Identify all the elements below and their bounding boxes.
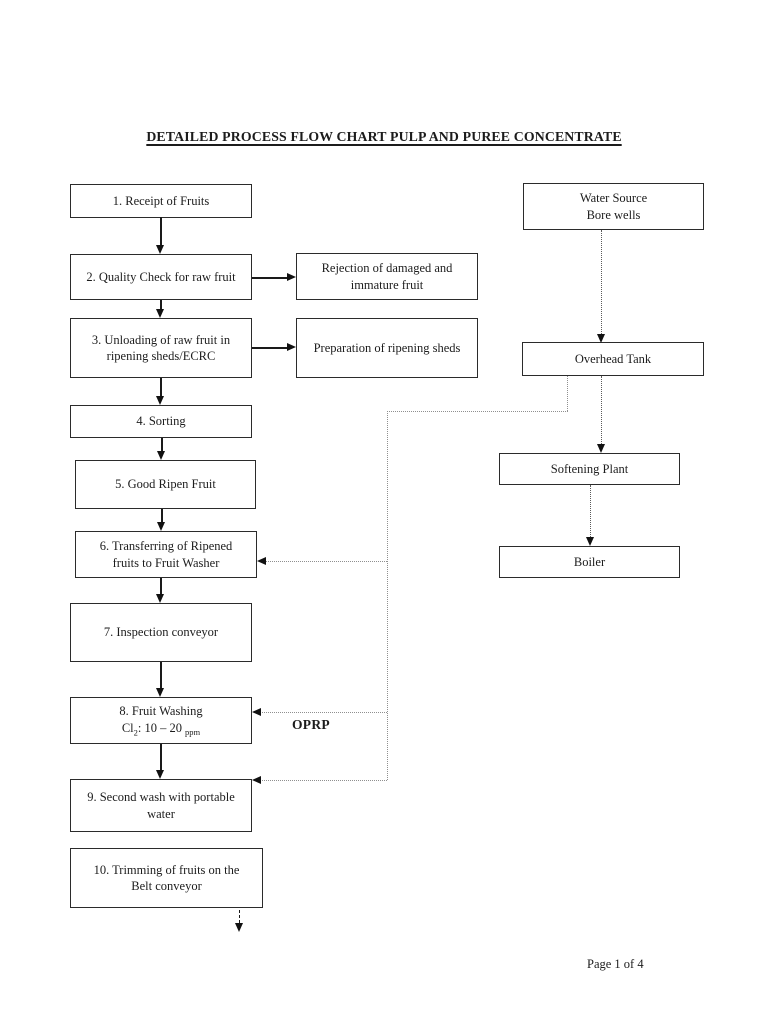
water-source-line2: Bore wells (586, 207, 641, 222)
arrow-step1-step2 (160, 217, 162, 245)
flow-box-4-sorting: 4. Sorting (70, 405, 252, 438)
arrowhead-water-step6 (257, 557, 266, 565)
arrow-step7-step8 (160, 662, 162, 688)
dotted-arrow-water-step6 (265, 561, 387, 562)
arrowhead-source-overheadtank (597, 334, 605, 343)
arrow-step3-preparation (252, 347, 288, 349)
dotted-arrow-source-overheadtank (601, 230, 602, 334)
side-box-preparation-sheds: Preparation of ripening sheds (296, 318, 478, 378)
flow-box-10-trimming: 10. Trimming of fruits on the Belt conve… (70, 848, 263, 908)
dotted-arrow-water-step8 (260, 712, 387, 713)
arrowhead-step3-step4 (156, 396, 164, 405)
arrowhead-step2-step3 (156, 309, 164, 318)
side-box-rejection: Rejection of damaged and immature fruit (296, 253, 478, 300)
arrowhead-step5-step6 (157, 522, 165, 531)
arrowhead-water-step8 (252, 708, 261, 716)
flow-box-6-transferring: 6. Transferring of Ripened fruits to Fru… (75, 531, 257, 578)
page-title: DETAILED PROCESS FLOW CHART PULP AND PUR… (146, 129, 622, 144)
water-source-line1: Water Source (579, 191, 648, 205)
arrow-step2-rejection (252, 277, 288, 279)
dotted-arrow-water-step9 (260, 780, 387, 781)
arrowhead-step8-step9 (156, 770, 164, 779)
dotted-arrow-overheadtank-softening (601, 376, 602, 444)
arrow-step3-step4 (160, 378, 162, 396)
dotted-line-tank-drop (567, 376, 568, 411)
arrowhead-step1-step2 (156, 245, 164, 254)
arrowhead-step3-preparation (287, 343, 296, 351)
arrowhead-step4-step5 (157, 451, 165, 460)
arrowhead-continuation (235, 923, 243, 932)
dotted-line-horizontal-top (387, 411, 568, 412)
oprp-label: OPRP (292, 717, 330, 732)
fruit-washing-line1: 8. Fruit Washing (119, 704, 203, 719)
arrow-step2-step3 (160, 300, 162, 309)
arrowhead-water-step9 (252, 776, 261, 784)
flow-box-2-quality-check: 2. Quality Check for raw fruit (70, 254, 252, 300)
arrow-step5-step6 (161, 509, 163, 522)
water-box-source: Water Source Bore wells (523, 183, 704, 230)
flow-box-7-inspection-conveyor: 7. Inspection conveyor (70, 603, 252, 662)
flow-box-3-unloading: 3. Unloading of raw fruit in ripening sh… (70, 318, 252, 378)
arrowhead-softening-boiler (586, 537, 594, 546)
arrowhead-step7-step8 (156, 688, 164, 697)
water-box-boiler: Boiler (499, 546, 680, 578)
flow-box-1-receipt-of-fruits: 1. Receipt of Fruits (70, 184, 252, 218)
water-box-softening-plant: Softening Plant (499, 453, 680, 485)
arrow-step8-step9 (160, 744, 162, 770)
flow-box-5-good-ripen-fruit: 5. Good Ripen Fruit (75, 460, 256, 509)
page-number: Page 1 of 4 (587, 957, 644, 971)
arrow-step4-step5 (161, 438, 163, 451)
dotted-line-vertical-main (387, 411, 388, 780)
flow-box-9-second-wash: 9. Second wash with portable water (70, 779, 252, 832)
arrowhead-overheadtank-softening (597, 444, 605, 453)
arrow-step6-step7 (160, 578, 162, 594)
arrowhead-step6-step7 (156, 594, 164, 603)
water-box-overhead-tank: Overhead Tank (522, 342, 704, 376)
dotted-arrow-softening-boiler (590, 485, 591, 537)
dashed-continuation-line (239, 910, 240, 923)
arrowhead-step2-rejection (287, 273, 296, 281)
